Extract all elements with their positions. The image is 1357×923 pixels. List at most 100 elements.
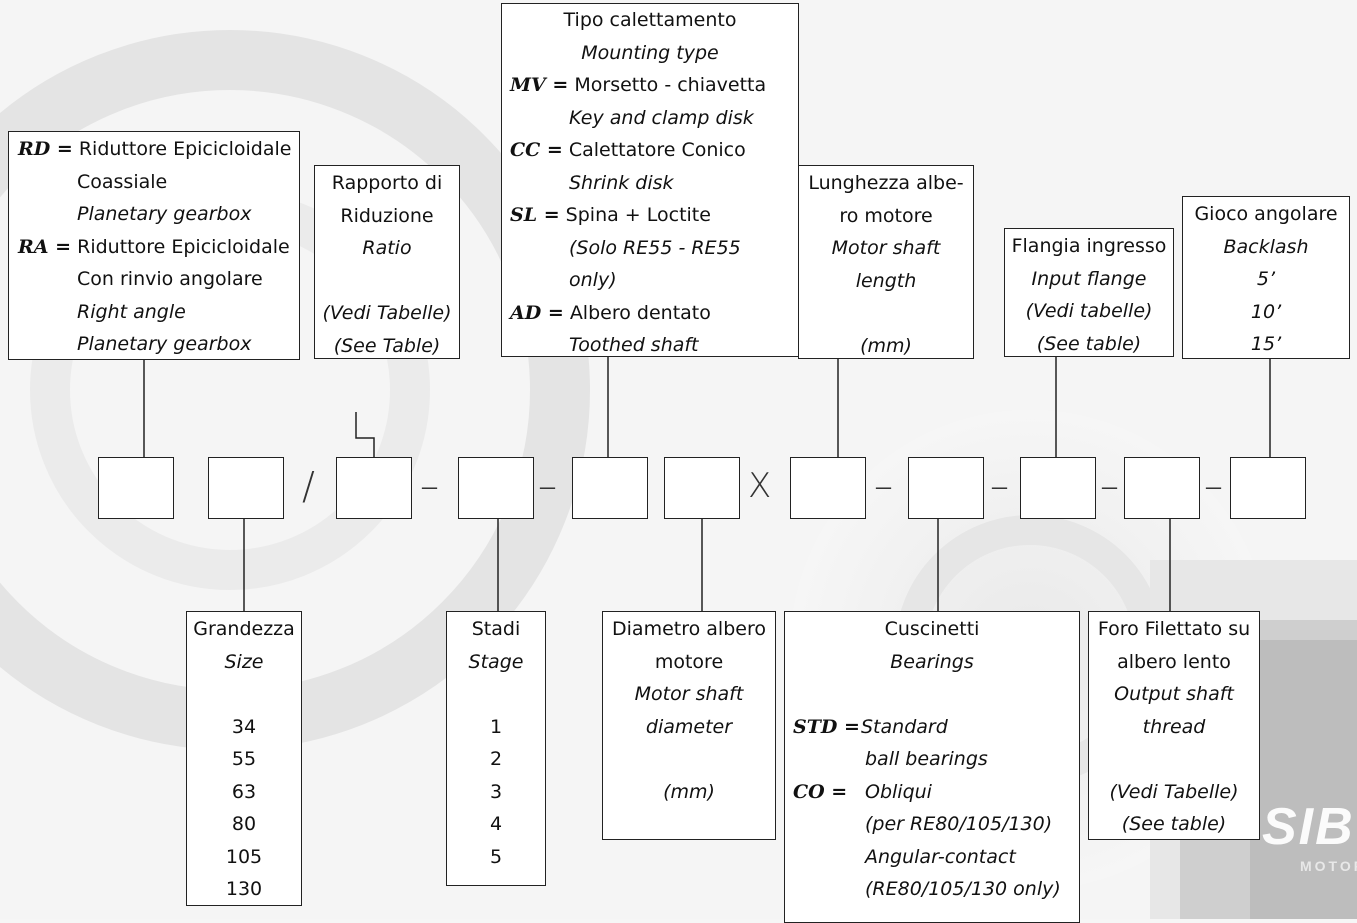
code-label: RA = (18, 235, 72, 258)
separator-dash: – (420, 464, 439, 508)
code-box-size (208, 457, 284, 519)
ratio-line: Ratio (362, 237, 412, 259)
mounting-line: (Solo RE55 - RE55 (569, 236, 741, 259)
mounting-line: MV = Morsetto - chiavetta (510, 69, 798, 102)
backlash-line: Gioco angolare (1194, 203, 1338, 225)
separator-dash: – (874, 464, 893, 508)
mounting-line: Key and clamp disk (569, 106, 754, 129)
shaft-length-line: (mm) (860, 334, 912, 357)
size-line: Size (224, 650, 264, 673)
bearings-line: (RE80/105/130 only) (865, 878, 1061, 900)
mounting-line: only) (569, 269, 617, 291)
spacer (1089, 743, 1259, 776)
shaft-diameter-line: Diametro albero (612, 618, 766, 640)
stages-line: 1 (489, 715, 503, 738)
mounting-line: SL = Spina + Loctite (510, 199, 798, 232)
type-line: Right angle (77, 300, 186, 323)
shaft-length-line: length (855, 269, 917, 292)
input-flange-line: Input flange (1031, 267, 1147, 290)
input-flange-line: (See table) (1036, 332, 1142, 355)
line-text: Standard (861, 715, 948, 738)
separator-dash: – (1204, 464, 1223, 508)
code-box-stages (458, 457, 534, 519)
mounting-line: AD = Albero dentato (510, 297, 798, 330)
output-thread-line: Foro Filettato su (1097, 618, 1251, 640)
backlash-line: 5’ (1256, 268, 1276, 290)
backlash-box: Gioco angolare Backlash 5’ 10’ 15’ (1182, 196, 1350, 359)
input-flange-line: (Vedi tabelle) (1025, 300, 1153, 322)
type-line: Coassiale (77, 170, 168, 193)
line-text: Morsetto - chiavetta (574, 74, 767, 96)
size-line: 34 (231, 715, 257, 738)
line-text: Albero dentato (569, 301, 711, 324)
input-flange-line: Flangia ingresso (1011, 235, 1167, 257)
line-text: Calettatore Conico (568, 139, 746, 161)
sib-logo-sub: MOTOR (1300, 858, 1357, 874)
separator-dash: – (990, 464, 1009, 508)
gearbox-type-box: RD = Riduttore Epicicloidale Coassiale P… (8, 131, 300, 360)
shaft-length-box: Lunghezza albe- ro motore Motor shaft le… (798, 165, 974, 359)
line-text: Obliqui (865, 780, 932, 803)
type-line: Planetary gearbox (77, 203, 252, 225)
ratio-line: Rapporto di (331, 172, 443, 194)
code-label: SL = (510, 204, 560, 226)
code-box-type (98, 457, 174, 519)
line-text: Spina + Loctite (565, 204, 711, 226)
output-thread-line: (See table) (1121, 813, 1227, 835)
stages-line: Stage (468, 650, 524, 673)
backlash-line: 10’ (1250, 300, 1282, 323)
output-thread-line: thread (1142, 715, 1206, 738)
size-line: Grandezza (193, 618, 295, 640)
mounting-line: Shrink disk (569, 171, 674, 194)
stages-line: 4 (489, 813, 503, 835)
shaft-diameter-line: diameter (645, 715, 733, 738)
mounting-line: Toothed shaft (569, 334, 699, 356)
code-box-bearings (908, 457, 984, 519)
size-line: 130 (225, 878, 263, 900)
stages-line: 2 (489, 748, 503, 770)
bearings-line: ball bearings (865, 748, 988, 770)
type-line: RA = Riduttore Epicicloidale (18, 231, 299, 264)
shaft-diameter-box: Diametro albero motore Motor shaft diame… (602, 611, 776, 840)
stages-line: Stadi (471, 618, 521, 640)
code-label: STD = (793, 715, 860, 738)
shaft-length-line: Motor shaft (831, 237, 941, 259)
output-thread-line: (Vedi Tabelle) (1109, 780, 1239, 803)
code-box-ratio (336, 457, 412, 519)
shaft-diameter-line: motore (654, 650, 724, 673)
code-label: CC = (510, 139, 563, 161)
output-thread-box: Foro Filettato su albero lento Output sh… (1088, 611, 1260, 840)
code-label: CO = (793, 780, 848, 803)
mounting-line: Mounting type (581, 41, 719, 64)
bearings-line: Cuscinetti (884, 618, 980, 640)
shaft-diameter-line: Motor shaft (634, 683, 744, 705)
output-thread-line: albero lento (1117, 650, 1231, 673)
ratio-line: (Vedi Tabelle) (322, 302, 452, 324)
bearings-line: Bearings (890, 650, 974, 673)
code-box-backlash (1230, 457, 1306, 519)
sib-logo: SIB (1262, 798, 1355, 856)
input-flange-box: Flangia ingresso Input flange (Vedi tabe… (1004, 228, 1174, 357)
output-thread-line: Output shaft (1114, 683, 1234, 705)
backlash-line: Backlash (1223, 235, 1309, 258)
size-line: 80 (231, 813, 257, 835)
mounting-type-box: Tipo calettamento Mounting type MV = Mor… (501, 3, 799, 357)
bearings-box: Cuscinetti Bearings STD =Standard ball b… (784, 611, 1080, 923)
separator-x: X (748, 466, 772, 506)
shaft-length-line: ro motore (839, 204, 933, 227)
size-line: 105 (225, 845, 263, 868)
code-box-mounting (572, 457, 648, 519)
type-line: Con rinvio angolare (77, 268, 263, 290)
bearings-line: STD =Standard (793, 711, 1079, 744)
size-line: 63 (231, 780, 257, 803)
stages-line: 3 (489, 780, 503, 803)
spacer (447, 678, 545, 711)
backlash-line: 15’ (1250, 333, 1282, 355)
shaft-diameter-line: (mm) (663, 780, 715, 803)
ratio-line: (See Table) (333, 334, 441, 357)
ratio-line: Riduzione (340, 204, 434, 227)
size-line: 55 (231, 748, 257, 770)
code-label: AD = (510, 301, 564, 324)
separator-slash: / (302, 464, 315, 508)
